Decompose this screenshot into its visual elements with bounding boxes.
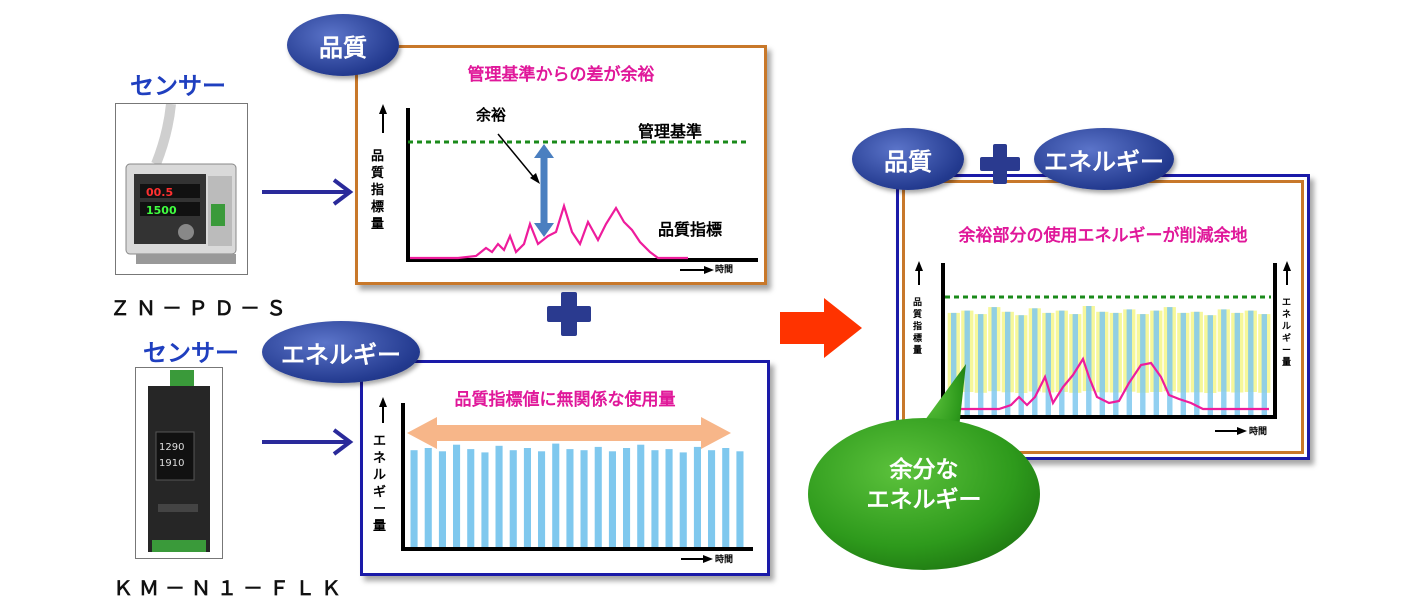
energy-bar	[410, 450, 418, 547]
energy-bar	[608, 451, 616, 547]
energy-chart	[379, 397, 753, 563]
quality-panel-title: 管理基準からの差が余裕	[467, 65, 655, 85]
sensor-label-bottom: センサー	[143, 339, 239, 367]
margin-label: 余裕	[476, 106, 507, 124]
combined-energy-bar	[1234, 312, 1240, 415]
svg-text:1290: 1290	[159, 442, 184, 453]
combined-energy-bar	[1194, 311, 1200, 415]
combined-energy-bar	[1248, 310, 1254, 415]
energy-x-axis-label: 時間	[715, 555, 734, 565]
combined-energy-bar	[978, 314, 984, 415]
combined-energy-bar	[991, 307, 997, 415]
management-standard-label: 管理基準	[638, 122, 703, 141]
combined-energy-bar	[1059, 310, 1065, 415]
svg-text:00.5: 00.5	[146, 186, 173, 199]
callout-line-1: 余分な	[889, 457, 959, 483]
combined-energy-bar	[1221, 309, 1227, 415]
energy-bar	[708, 450, 716, 547]
energy-panel-title: 品質指標値に無関係な使用量	[454, 390, 676, 410]
arrow-to-quality-panel	[262, 178, 354, 206]
energy-badge: エネルギー	[262, 321, 420, 383]
energy-bar	[693, 446, 701, 547]
callout-line-2: エネルギー	[866, 487, 982, 513]
energy-bar	[438, 451, 446, 547]
excess-energy-callout-shape	[808, 364, 1040, 570]
excess-energy-callout-text: 余分な エネルギー	[846, 455, 1002, 515]
energy-bar	[538, 451, 546, 547]
combined-energy-bar	[1005, 311, 1011, 415]
combined-energy-bar	[1099, 311, 1105, 415]
km-n1-flk-model-label: ＫＭ－Ｎ１－ＦＬＫ	[113, 576, 347, 600]
energy-bar	[481, 452, 489, 547]
energy-panel: 品質指標値に無関係な使用量 エネルギー量 時間	[360, 360, 770, 576]
combined-quality-badge: 品質	[852, 128, 964, 190]
combined-energy-bar	[951, 312, 957, 415]
quality-badge: 品質	[287, 14, 399, 76]
plus-sign-left	[547, 292, 591, 336]
combined-x-axis-label: 時間	[1249, 427, 1268, 437]
combined-panel-title: 余裕部分の使用エネルギーが削減余地	[958, 226, 1248, 246]
energy-bar	[594, 446, 602, 547]
combined-energy-bar	[1167, 307, 1173, 415]
plus-sign-right	[980, 144, 1020, 184]
zn-pd-s-model-label: ＺＮ－ＰＤ－Ｓ	[110, 296, 292, 320]
svg-text:1500: 1500	[146, 204, 177, 217]
combined-y-axis-label-left: 品質指標量	[913, 298, 923, 356]
combined-panel-outer: 余裕部分の使用エネルギーが削減余地 品質指標量 エネルギー量 時間	[896, 174, 1310, 460]
combined-energy-bar	[1045, 312, 1051, 415]
energy-bar	[495, 445, 503, 547]
svg-text:1910: 1910	[159, 458, 184, 469]
energy-bar	[623, 448, 631, 547]
quality-panel: 管理基準からの差が余裕 品質指標量 時間 余裕 管理基準 品質指標	[355, 45, 767, 285]
quality-index-label: 品質指標	[658, 220, 723, 239]
energy-bar	[679, 452, 687, 547]
combined-energy-bar	[1126, 309, 1132, 415]
energy-bar	[580, 450, 588, 547]
km-n1-flk-device-drawing: 1290 1910	[148, 370, 210, 552]
combined-energy-bar	[1261, 314, 1267, 415]
combined-energy-bar	[1086, 306, 1092, 415]
combined-energy-bar	[964, 310, 970, 415]
energy-bar	[722, 448, 730, 547]
energy-bar	[665, 449, 673, 547]
energy-bar	[736, 451, 744, 547]
zn-pd-s-device-drawing: 00.5 1500	[125, 104, 237, 264]
combined-energy-bar	[1207, 315, 1213, 415]
energy-bar	[453, 444, 461, 547]
quality-y-axis-label: 品質指標量	[371, 149, 385, 232]
energy-bar	[523, 448, 531, 547]
energy-bar	[651, 450, 659, 547]
energy-bar	[424, 448, 432, 547]
combined-energy-bar	[1153, 310, 1159, 415]
combined-energy-bar	[1113, 312, 1119, 415]
energy-bar	[552, 443, 560, 547]
combined-energy-bar	[1072, 314, 1078, 415]
arrow-to-energy-panel	[262, 428, 354, 456]
sensor-label-top: センサー	[130, 72, 226, 100]
km-n1-flk-device-image: 1290 1910	[135, 367, 223, 559]
combined-y-axis-label-right: エネルギー量	[1282, 298, 1292, 368]
combined-energy-badge: エネルギー	[1034, 128, 1174, 190]
combined-energy-bar	[1032, 308, 1038, 415]
energy-bar	[566, 449, 574, 547]
zn-pd-s-device-image: 00.5 1500	[115, 103, 248, 275]
energy-bar	[467, 449, 475, 547]
result-arrow	[780, 298, 862, 358]
combined-energy-bar	[1018, 315, 1024, 415]
quality-chart	[379, 104, 758, 274]
energy-bar	[509, 450, 517, 547]
combined-energy-bar	[1180, 312, 1186, 415]
energy-bar	[637, 444, 645, 547]
energy-y-axis-label: エネルギー量	[373, 434, 387, 534]
quality-x-axis-label: 時間	[715, 265, 734, 275]
